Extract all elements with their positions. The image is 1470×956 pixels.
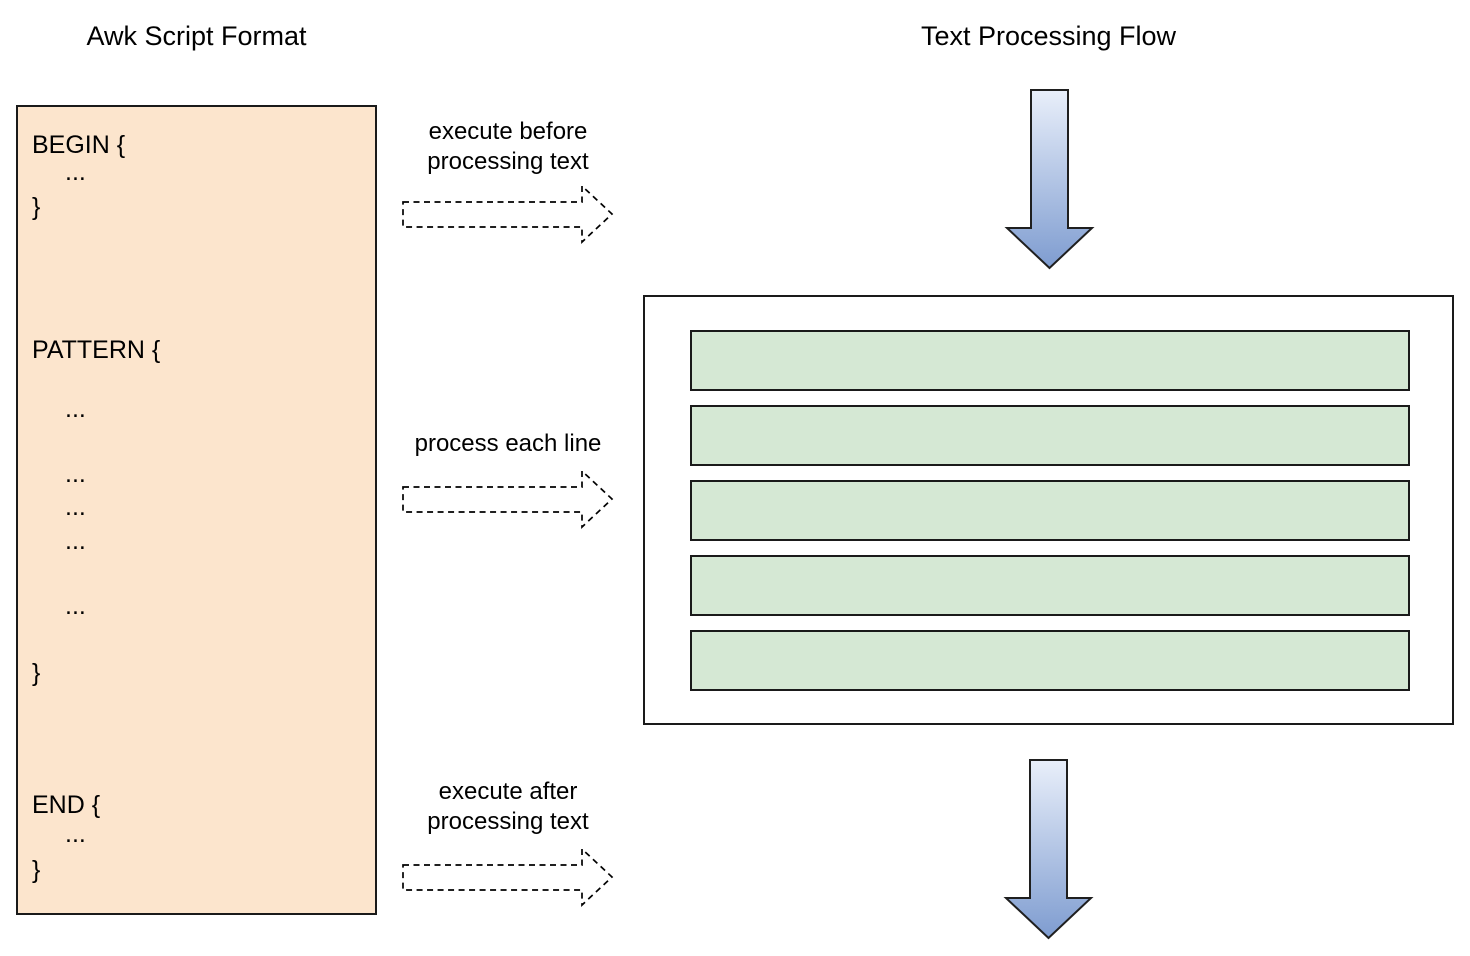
script-line: } bbox=[32, 659, 41, 687]
script-line: BEGIN { bbox=[32, 131, 126, 159]
script-line: ... bbox=[65, 395, 86, 423]
script-line: ... bbox=[65, 158, 86, 186]
script-line: ... bbox=[65, 460, 86, 488]
arrow-label-process-each-line: process each line bbox=[402, 429, 614, 459]
text-line-bar bbox=[690, 405, 1410, 466]
script-line: } bbox=[32, 856, 41, 884]
script-line: ... bbox=[65, 527, 86, 555]
arrow-label-line: execute before bbox=[428, 118, 588, 145]
awk-script-box: BEGIN {...} PATTERN {...............} END … bbox=[16, 105, 377, 915]
right-column-title: Text Processing Flow bbox=[920, 21, 1177, 51]
script-line: END { bbox=[32, 791, 101, 819]
script-line: } bbox=[32, 193, 41, 221]
arrow-label-execute-after: execute after processing text bbox=[402, 777, 614, 837]
script-line: ... bbox=[65, 592, 86, 620]
text-flow-box bbox=[643, 295, 1454, 725]
script-line: PATTERN { bbox=[32, 336, 161, 364]
text-line-bar bbox=[690, 630, 1410, 691]
script-line: ... bbox=[65, 820, 86, 848]
text-line-bar bbox=[690, 330, 1410, 391]
text-line-bar bbox=[690, 555, 1410, 616]
text-line-bar bbox=[690, 480, 1410, 541]
dashed-right-arrow-execute-before-icon bbox=[402, 184, 614, 244]
dashed-right-arrow-execute-after-icon bbox=[402, 847, 614, 907]
arrow-label-line: execute after bbox=[438, 778, 578, 805]
dashed-right-arrow-process-each-line-icon bbox=[402, 469, 614, 529]
arrow-label-line: processing text bbox=[427, 148, 589, 175]
arrow-label-line: processing text bbox=[427, 808, 589, 835]
left-column-title: Awk Script Format bbox=[86, 21, 307, 51]
arrow-label-execute-before: execute before processing text bbox=[402, 117, 614, 177]
down-arrow-input-icon bbox=[1004, 89, 1095, 270]
down-arrow-output-icon bbox=[1003, 759, 1094, 940]
arrow-label-line: process each line bbox=[414, 430, 602, 457]
script-line: ... bbox=[65, 493, 86, 521]
